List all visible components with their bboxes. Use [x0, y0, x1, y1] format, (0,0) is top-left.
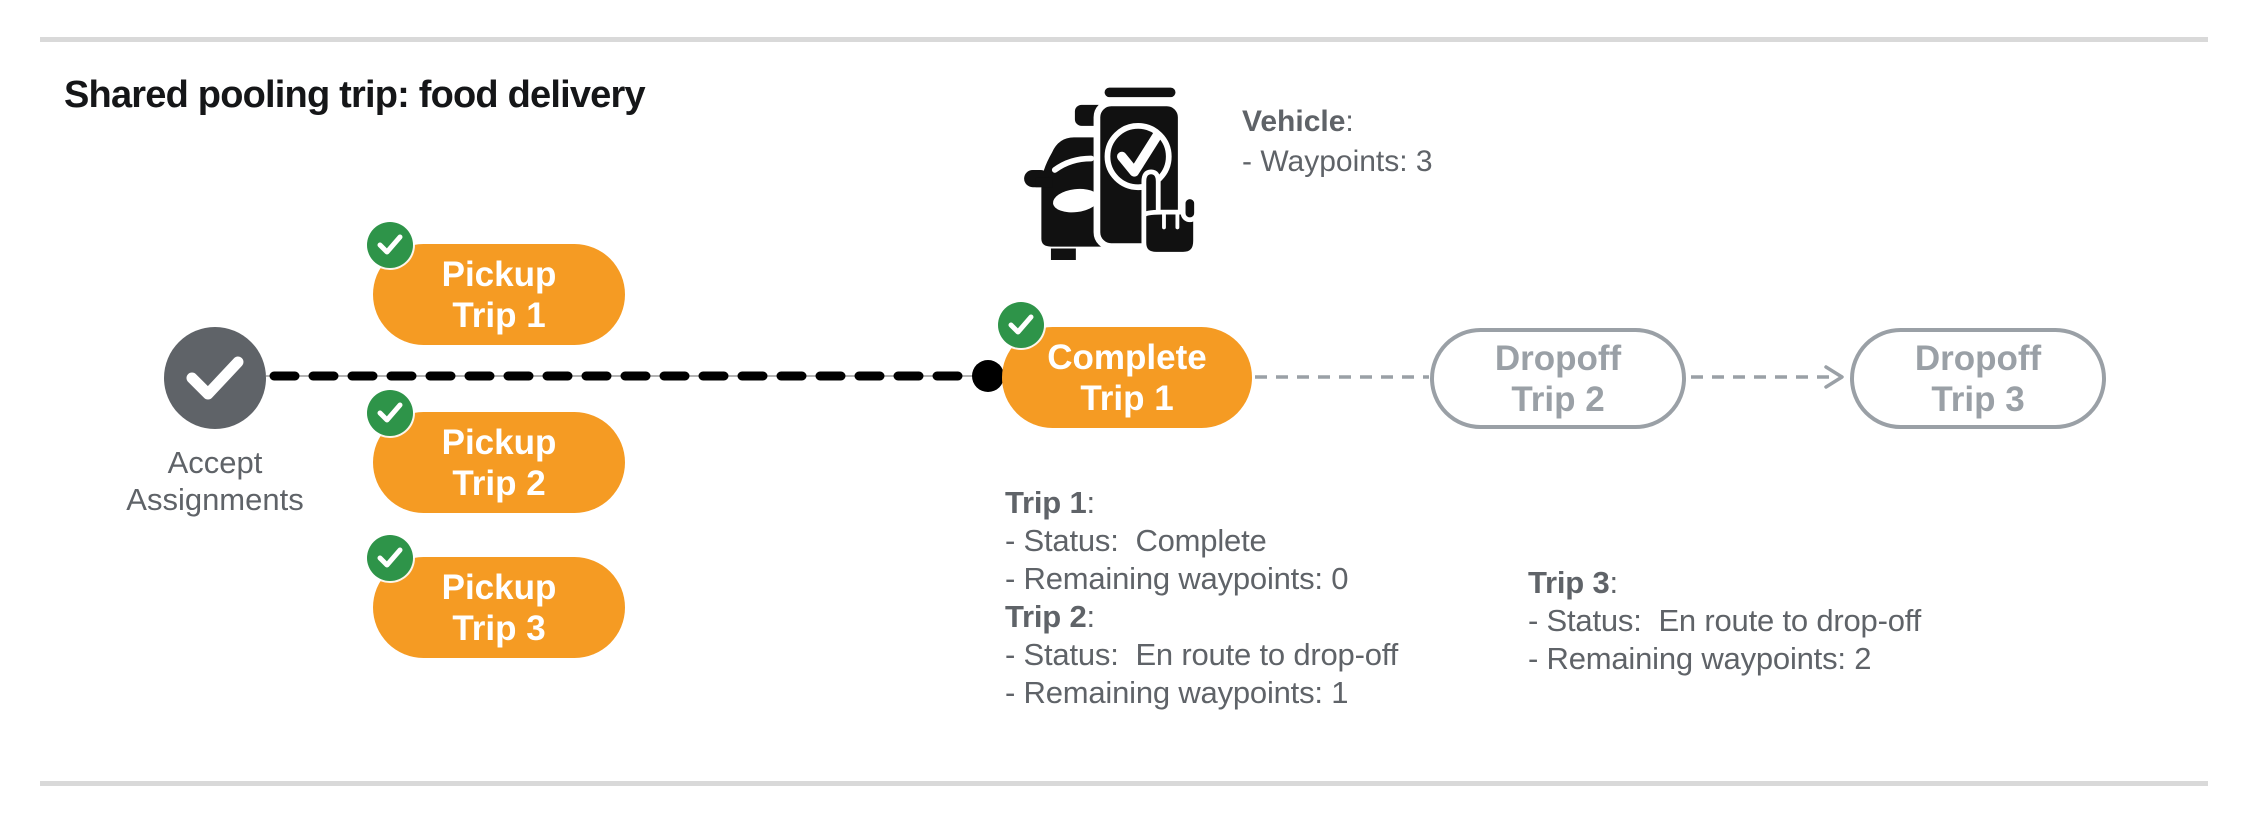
done-badge [367, 390, 413, 436]
trip-1-title: Trip 1: [1005, 485, 1095, 520]
route-arrow-gray-2 [1691, 365, 1844, 389]
trip-3-remaining: - Remaining waypoints: 2 [1528, 641, 1872, 676]
node-pickup-trip-3: Pickup Trip 3 [367, 535, 625, 658]
node-accept-assignments [164, 327, 266, 429]
done-badge [367, 535, 413, 581]
node-pickup-trip-2: Pickup Trip 2 [367, 390, 625, 513]
trip-details-block-2: Trip 3: - Status: En route to drop-off -… [1528, 564, 1921, 678]
trip-1-remaining: - Remaining waypoints: 0 [1005, 561, 1349, 596]
route-line-gray-1 [1255, 375, 1429, 379]
check-icon [377, 547, 403, 568]
check-icon [186, 356, 244, 400]
accept-assignments-label: Accept Assignments [126, 445, 304, 517]
bottom-divider [40, 781, 2208, 786]
done-badge [367, 222, 413, 268]
check-icon [1008, 314, 1034, 335]
node-dropoff-trip-2: Dropoff Trip 2 [1430, 328, 1686, 429]
top-divider [40, 37, 2208, 42]
trip-3-status: - Status: En route to drop-off [1528, 603, 1922, 638]
trip-details-block-1: Trip 1: - Status: Complete - Remaining w… [1005, 484, 1398, 712]
node-complete-trip-1: Complete Trip 1 [998, 302, 1252, 428]
trip-2-title: Trip 2: [1005, 599, 1095, 634]
vehicle-label-line: Vehicle: [1242, 105, 1354, 138]
trip-3-title: Trip 3: [1528, 565, 1618, 600]
node-pickup-trip-1: Pickup Trip 1 [367, 222, 625, 345]
car-phone-check-icon [1024, 83, 1199, 260]
route-line-black [266, 360, 1004, 392]
check-icon [377, 234, 403, 255]
trip-2-status: - Status: En route to drop-off [1005, 637, 1399, 672]
route-progress-dot [972, 360, 1004, 392]
vehicle-waypoints: - Waypoints: 3 [1242, 145, 1433, 178]
node-dropoff-trip-3: Dropoff Trip 3 [1850, 328, 2106, 429]
vehicle-label: Vehicle [1242, 105, 1346, 138]
vehicle-legend: Vehicle: - Waypoints: 3 [1242, 102, 1433, 182]
done-badge [998, 302, 1044, 348]
check-icon [377, 402, 403, 423]
arrowhead-icon [1824, 365, 1844, 389]
trip-1-status: - Status: Complete [1005, 523, 1267, 558]
page-title: Shared pooling trip: food delivery [64, 74, 646, 116]
trip-2-remaining: - Remaining waypoints: 1 [1005, 675, 1349, 710]
